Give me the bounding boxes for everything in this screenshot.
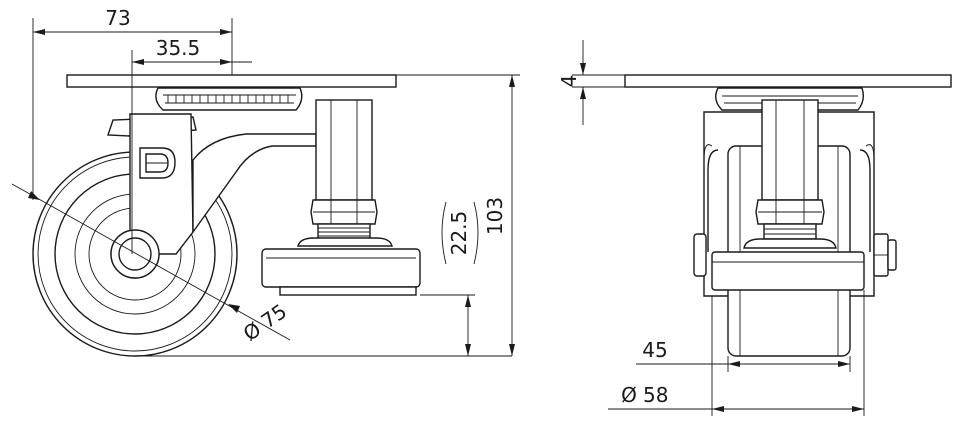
dim-outer-width: 58 [643, 383, 668, 407]
dim-overall-length: 73 [105, 6, 130, 30]
side-leveling-post [315, 99, 373, 201]
front-view-dimensions: 4 45 Ø 58 [557, 40, 865, 416]
front-axle-cap-left [693, 233, 707, 277]
brand-logo [139, 147, 176, 179]
dim-height: 103 [483, 197, 507, 235]
side-view [32, 74, 512, 357]
side-top-plate [66, 74, 397, 88]
dim-brake-pad: 22.5 [447, 211, 471, 256]
front-foot-pad [711, 251, 865, 291]
front-foot-dome [743, 238, 837, 249]
side-foot-dome [297, 237, 393, 247]
front-top-plate [624, 74, 952, 88]
front-threaded-rod [763, 223, 817, 240]
front-leveling-post [761, 99, 819, 201]
front-view [624, 74, 952, 357]
dim-wheel-width: 45 [642, 338, 667, 362]
diameter-symbol-width: Ø [621, 383, 637, 407]
side-foot-pad [261, 248, 421, 288]
side-support-arm [192, 133, 317, 235]
dim-offset: 35.5 [156, 36, 201, 60]
front-bearing-race [715, 87, 865, 111]
side-bearing-race [155, 87, 303, 111]
dim-wheel-diameter: 75 [257, 299, 292, 333]
side-threaded-rod [317, 223, 371, 240]
dim-plate-thickness: 4 [557, 75, 581, 88]
